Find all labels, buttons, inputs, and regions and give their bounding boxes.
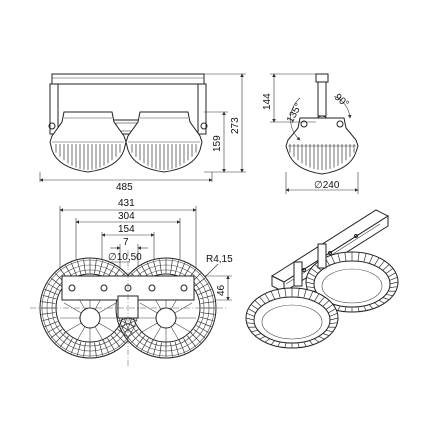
bracket-arm-right (197, 83, 207, 135)
bracket-arm-left (49, 83, 59, 135)
side-bracket-plate (315, 73, 329, 83)
top-view: 431 304 154 7 ∅10,50 R4,15 46 (30, 198, 233, 366)
dim-154-label: 154 (118, 224, 135, 235)
iso-lamp-left (245, 287, 339, 349)
angle-90-label: 90° (332, 92, 351, 110)
isometric-view (245, 209, 399, 349)
dim-273-label: 273 (230, 117, 241, 134)
dim-hole-label: ∅10,50 (108, 252, 142, 263)
lamp-side (285, 117, 359, 175)
front-view: 485 273 159 (39, 73, 246, 193)
dim-159-label: 159 (212, 135, 223, 152)
dim-r415-label: R4,15 (206, 254, 233, 265)
side-view: 144 135° 90° ∅240 (262, 73, 359, 194)
dim-485-label: 485 (116, 182, 133, 193)
dim-46-label: 46 (216, 284, 227, 296)
dim-304-label: 304 (118, 211, 135, 222)
dim-431-label: 431 (118, 198, 135, 209)
side-bracket-stem (317, 81, 327, 117)
dim-7-label: 7 (123, 237, 129, 248)
lamp-right-front (125, 111, 203, 173)
dim-240-label: ∅240 (314, 180, 340, 191)
dim-144-label: 144 (262, 93, 273, 110)
mounting-bracket (51, 73, 205, 85)
iso-lamp-right (305, 251, 399, 313)
lamp-left-front (49, 111, 127, 173)
